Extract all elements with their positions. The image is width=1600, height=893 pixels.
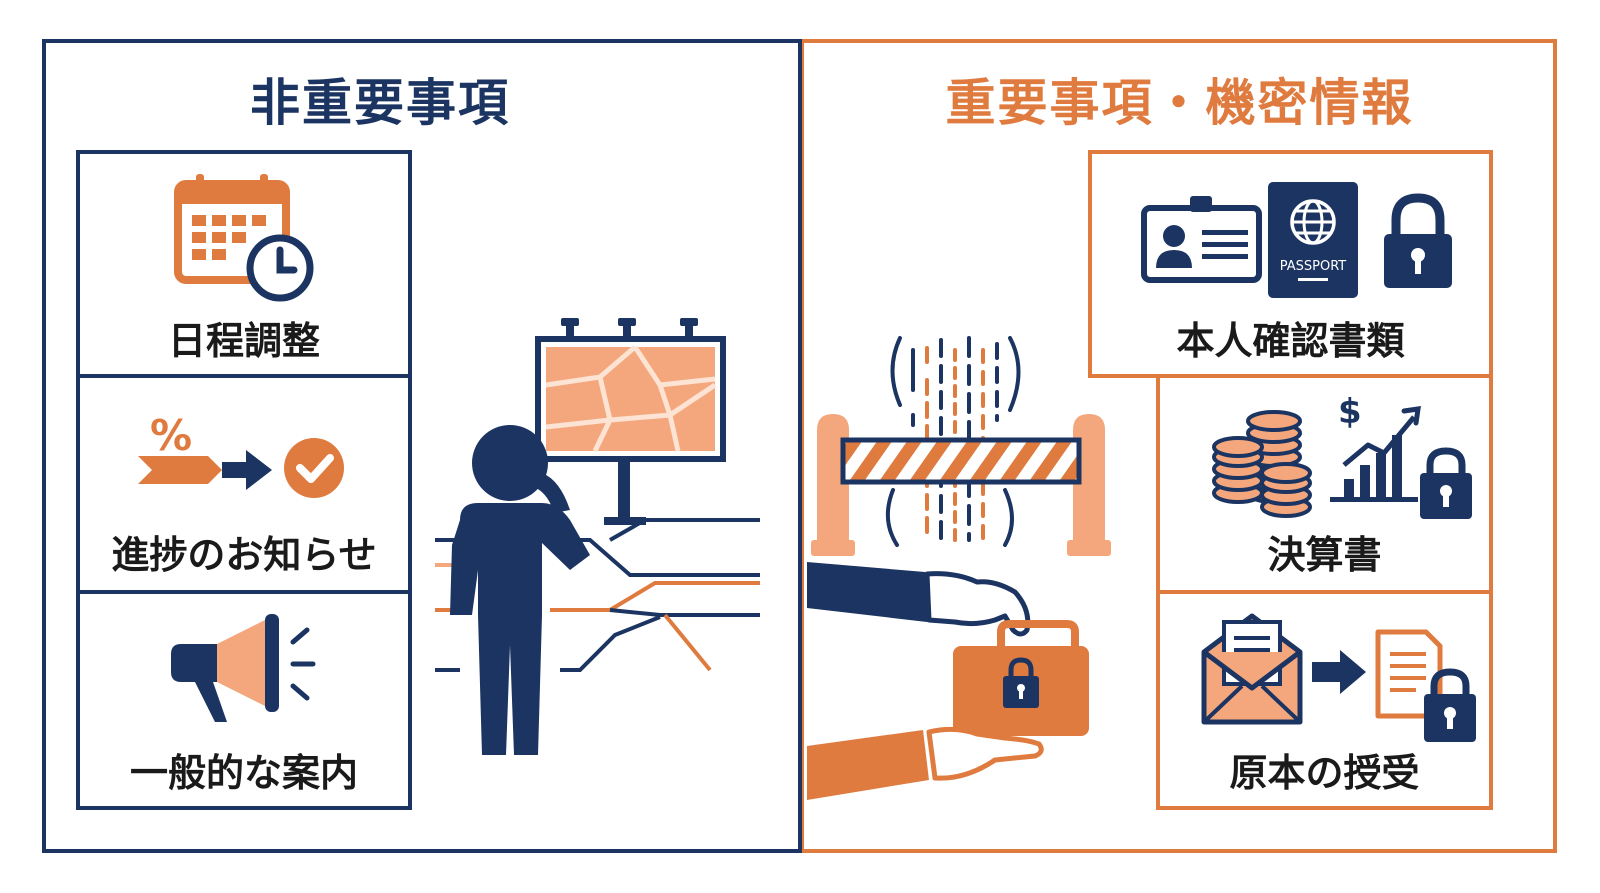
card-identity-label: 本人確認書類 [1176,319,1405,363]
calendar-clock-icon [174,174,314,302]
svg-text:%: % [150,411,192,460]
card-progress-label: 進捗のお知らせ [111,533,377,577]
coins-stack-icon [1212,410,1312,518]
barrier-handover-illustration [807,336,1111,800]
megaphone-icon [171,614,316,722]
arrow-icon [1312,650,1366,694]
confidential-panel [802,39,1557,853]
coins-chart-lock-icon: $ [1212,392,1472,519]
bar-chart-icon [1330,435,1418,502]
passport-text: PASSPORT [1280,259,1347,274]
passport-icon: PASSPORT [1268,182,1358,298]
barrier-bar [840,437,1082,485]
document-icon [1375,629,1443,719]
card-announcement: 一般的な案内 [76,590,412,810]
id-passport-lock-icon: PASSPORT [1141,182,1452,298]
card-financial-label: 決算書 [1267,533,1382,577]
progress-check-icon: % [138,411,344,498]
lock-icon [1420,447,1472,519]
dollar-symbol: $ [1338,392,1362,432]
card-original-documents: 原本の授受 [1156,590,1493,810]
card-identity-documents: 本人確認書類 [1088,150,1493,378]
non-critical-panel [42,39,802,853]
lock-icon [1384,193,1452,288]
non-critical-title: 非重要事項 [250,74,510,132]
card-original-label: 原本の授受 [1229,751,1420,795]
card-schedule-label: 日程調整 [167,319,320,363]
envelope-icon [1201,613,1303,725]
confidential-title: 重要事項・機密情報 [945,74,1414,132]
lock-icon [1424,668,1476,742]
person-map-illustration [435,318,760,755]
map-board [535,318,726,525]
envelope-document-lock-icon [1201,613,1476,742]
lock-icon [1003,657,1039,708]
person-figure [450,425,590,755]
card-announcement-label: 一般的な案内 [129,751,358,795]
id-card-icon [1141,196,1262,283]
